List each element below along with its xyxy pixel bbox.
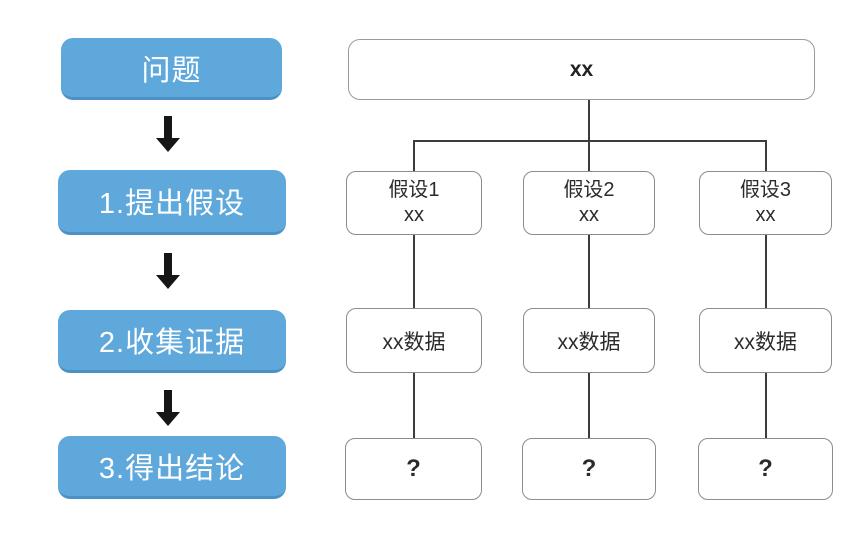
step-label-3: 3.得出结论 (98, 453, 246, 485)
hypothesis-1-value: xx (404, 204, 424, 226)
connector-branch1-drop (413, 140, 415, 171)
evidence-2-label: xx数据 (557, 330, 621, 354)
conclusion-1-label: ? (406, 455, 421, 482)
hypothesis-3-value: xx (755, 204, 776, 226)
arrow-head (156, 412, 180, 426)
step-label-1: 1.提出假设 (98, 188, 246, 220)
evidence-3-box: xx数据 (699, 308, 832, 373)
hypothesis-1-title: 假设1 (388, 179, 440, 201)
connector-hyp1-data (413, 235, 415, 308)
evidence-3-label: xx数据 (734, 330, 797, 354)
step-box-3-conclusion: 3.得出结论 (58, 436, 286, 499)
connector-branch3-drop (765, 140, 767, 171)
hypothesis-3-title: 假设3 (739, 179, 792, 201)
connector-hyp3-data (765, 235, 767, 308)
hypothesis-2-title: 假设2 (563, 179, 615, 201)
step-label-problem: 问题 (141, 54, 202, 87)
arrow-head (156, 275, 180, 289)
arrow-head (156, 138, 180, 152)
step-box-problem: 问题 (61, 38, 282, 100)
arrow-down-icon (156, 390, 180, 426)
hypothesis-3-box: 假设3 xx (699, 171, 832, 235)
connector-data1-conclusion (413, 373, 415, 438)
connector-data3-conclusion (765, 373, 767, 438)
tree-root-box: xx (348, 39, 815, 100)
connector-branch-horizontal (413, 140, 767, 142)
connector-hyp2-data (588, 235, 590, 308)
hypothesis-2-box: 假设2 xx (523, 171, 655, 235)
step-label-2: 2.收集证据 (98, 327, 246, 359)
conclusion-3-label: ? (758, 455, 773, 482)
arrow-down-icon (156, 253, 180, 289)
conclusion-1-box: ? (345, 438, 482, 500)
hypothesis-2-value: xx (579, 204, 599, 226)
conclusion-3-box: ? (698, 438, 833, 500)
arrow-shaft (164, 116, 172, 138)
evidence-1-label: xx数据 (382, 330, 446, 354)
hypothesis-1-box: 假设1 xx (346, 171, 482, 235)
step-box-2-evidence: 2.收集证据 (58, 310, 286, 373)
tree-root-label: xx (569, 57, 594, 81)
arrow-shaft (164, 253, 172, 275)
step-box-1-hypothesis: 1.提出假设 (58, 170, 286, 235)
connector-data2-conclusion (588, 373, 590, 438)
arrow-down-icon (156, 116, 180, 152)
evidence-2-box: xx数据 (523, 308, 655, 373)
arrow-shaft (164, 390, 172, 412)
conclusion-2-label: ? (581, 455, 597, 482)
evidence-1-box: xx数据 (346, 308, 482, 373)
connector-root-vertical (588, 100, 590, 171)
conclusion-2-box: ? (522, 438, 656, 500)
